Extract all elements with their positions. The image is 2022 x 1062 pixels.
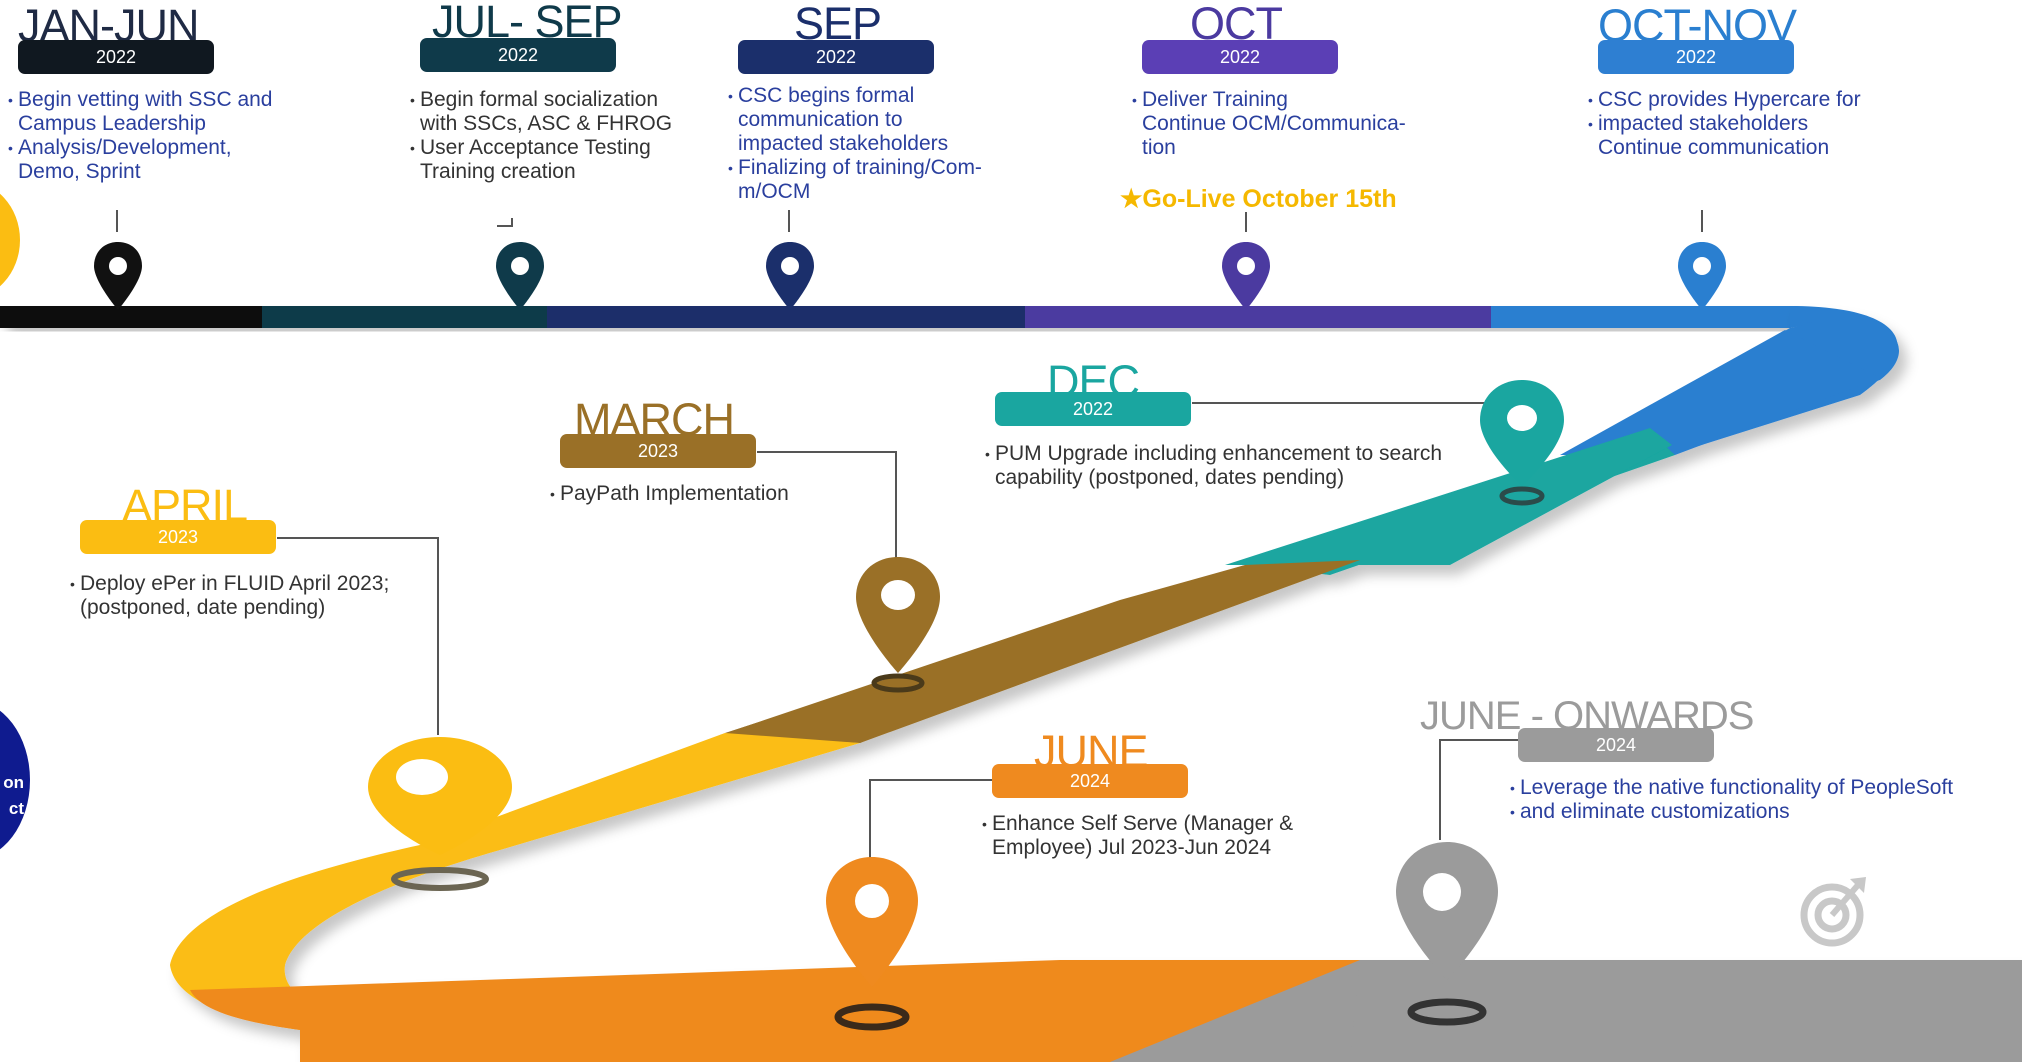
note-item: Begin vetting with SSC and bbox=[8, 88, 272, 112]
note-item: communication to bbox=[738, 108, 903, 131]
note-item: (postponed, date pending) bbox=[80, 596, 326, 619]
golive-label: ★Go-Live October 15th bbox=[1120, 184, 1397, 214]
connector-april bbox=[277, 537, 439, 735]
note-item: Finalizing of training/Com- bbox=[728, 156, 982, 180]
milestone-notes: Begin formal socialization with SSCs, AS… bbox=[410, 88, 672, 184]
road-segment-jul-sep bbox=[262, 306, 547, 328]
location-pin-icon bbox=[1222, 242, 1270, 310]
milestone-year: 2022 bbox=[995, 392, 1191, 426]
note-item: Employee) Jul 2023-Jun 2024 bbox=[992, 836, 1272, 859]
note-item: PUM Upgrade including enhancement to sea… bbox=[985, 442, 1442, 466]
note-item: CSC provides Hypercare for bbox=[1588, 88, 1861, 112]
badge-text: on ct bbox=[0, 770, 24, 822]
milestone-year: 2022 bbox=[18, 40, 214, 74]
note-item: Demo, Sprint bbox=[18, 160, 141, 183]
location-pin-icon bbox=[94, 242, 142, 310]
note-item: PayPath Implementation bbox=[550, 482, 789, 506]
badge-text-line1: on bbox=[3, 773, 24, 792]
star-icon: ★ bbox=[1120, 185, 1143, 213]
note-item: impacted stakeholders bbox=[738, 132, 949, 155]
location-pin-icon bbox=[368, 737, 512, 891]
milestone-notes: Leverage the native functionality of Peo… bbox=[1510, 776, 1953, 824]
milestone-year: 2024 bbox=[992, 764, 1188, 798]
note-item: Begin formal socialization bbox=[410, 88, 672, 112]
milestone-year: 2022 bbox=[420, 38, 616, 72]
milestone-notes: Deliver Training Continue OCM/Communica-… bbox=[1132, 88, 1406, 160]
note-item: User Acceptance Testing bbox=[410, 136, 672, 160]
connector-june-onwards bbox=[1439, 739, 1518, 840]
golive-text: Go-Live October 15th bbox=[1142, 185, 1397, 213]
milestone-year: 2022 bbox=[738, 40, 934, 74]
note-item: Continue communication bbox=[1598, 136, 1830, 159]
milestone-year: 2022 bbox=[1142, 40, 1338, 74]
location-pin-icon bbox=[856, 557, 940, 693]
milestone-year: 2022 bbox=[1598, 40, 1794, 74]
milestone-year: 2024 bbox=[1518, 728, 1714, 762]
note-item: m/OCM bbox=[738, 180, 811, 203]
note-item: Training creation bbox=[420, 160, 576, 183]
milestone-year: 2023 bbox=[80, 520, 276, 554]
connector-march bbox=[757, 451, 897, 560]
note-item: capability (postponed, dates pending) bbox=[995, 466, 1345, 489]
note-item: Deliver Training bbox=[1132, 88, 1406, 112]
milestone-notes: Enhance Self Serve (Manager & Employee) … bbox=[982, 812, 1293, 860]
note-item: Enhance Self Serve (Manager & bbox=[982, 812, 1293, 836]
connector-dec bbox=[1192, 380, 1523, 404]
note-item: Analysis/Development, bbox=[8, 136, 272, 160]
location-pin-icon bbox=[1480, 380, 1564, 506]
location-pin-icon bbox=[1396, 842, 1498, 1026]
location-pin-icon bbox=[826, 857, 918, 1031]
milestone-title: OCT bbox=[1190, 0, 1283, 49]
road-segment-oct-nov bbox=[1491, 306, 1791, 328]
road-segment-sep bbox=[547, 306, 1025, 328]
milestone-notes: CSC provides Hypercare for impacted stak… bbox=[1588, 88, 1861, 160]
note-item: tion bbox=[1142, 136, 1176, 159]
milestone-notes: PayPath Implementation bbox=[550, 482, 789, 506]
note-item: with SSCs, ASC & FHROG bbox=[420, 112, 673, 135]
note-item: Leverage the native functionality of Peo… bbox=[1510, 776, 1953, 800]
target-icon bbox=[1800, 877, 1866, 947]
milestone-notes: Deploy ePer in FLUID April 2023; (postpo… bbox=[70, 572, 389, 620]
milestone-notes: Begin vetting with SSC and Campus Leader… bbox=[8, 88, 272, 184]
note-item: Deploy ePer in FLUID April 2023; bbox=[70, 572, 389, 596]
connector-june bbox=[869, 779, 992, 860]
note-item: CSC begins formal bbox=[728, 84, 982, 108]
milestone-notes: CSC begins formal communication to impac… bbox=[728, 84, 982, 204]
note-item: Continue OCM/Communica- bbox=[1142, 112, 1406, 135]
milestone-title: SEP bbox=[794, 0, 882, 49]
badge-text-line2: ct bbox=[8, 799, 24, 818]
road-segment-oct bbox=[1025, 306, 1491, 328]
location-pin-icon bbox=[766, 242, 814, 310]
milestone-year: 2023 bbox=[560, 434, 756, 468]
note-item: and eliminate customizations bbox=[1510, 800, 1953, 824]
location-pin-icon bbox=[1678, 242, 1726, 310]
road-segment-jan-jun bbox=[0, 306, 262, 328]
connector-jul-sep bbox=[497, 218, 513, 227]
location-pin-icon bbox=[496, 242, 544, 310]
note-item: impacted stakeholders bbox=[1588, 112, 1861, 136]
note-item: Campus Leadership bbox=[18, 112, 206, 135]
milestone-notes: PUM Upgrade including enhancement to sea… bbox=[985, 442, 1442, 490]
milestone-title: JUL- SEP bbox=[432, 0, 623, 47]
